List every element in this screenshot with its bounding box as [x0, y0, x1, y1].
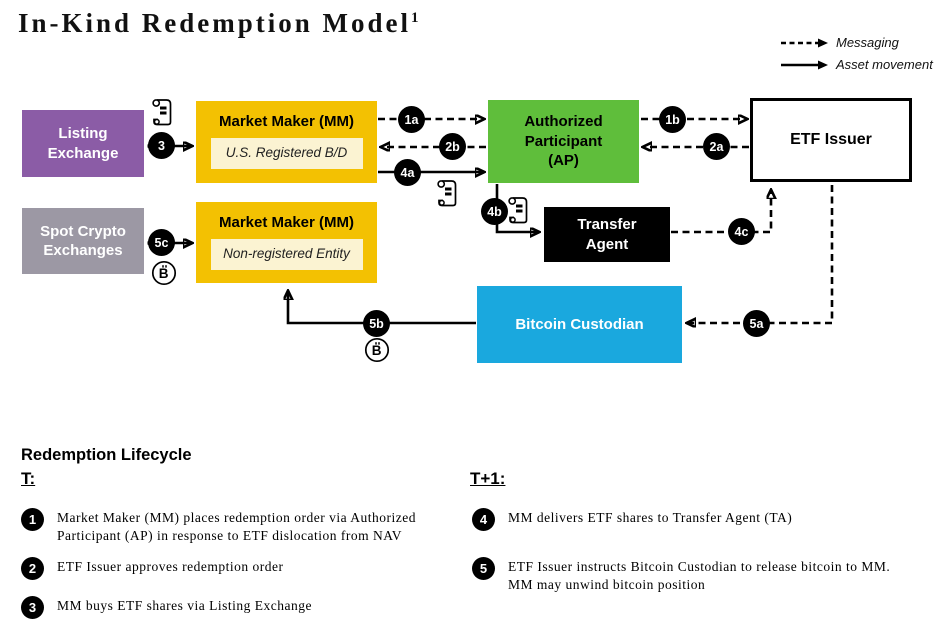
step-text: ETF Issuer instructs Bitcoin Custodian t…: [508, 559, 891, 592]
bitcoin-icon: B: [151, 260, 177, 286]
bitcoin-icon: B: [364, 337, 390, 363]
title-footnote-marker: 1: [411, 10, 419, 26]
badge-5c: 5c: [148, 229, 175, 256]
node-title: Market Maker (MM): [218, 214, 355, 231]
node-listing-exchange: Listing Exchange: [22, 110, 144, 177]
node-market-maker-registered: Market Maker (MM) U.S. Registered B/D: [196, 101, 377, 183]
step-text: ETF Issuer approves redemption order: [57, 559, 284, 574]
node-market-maker-nonregistered: Market Maker (MM) Non-registered Entity: [196, 202, 377, 283]
wire-5b-bc-mm: [288, 292, 476, 325]
node-transfer-agent: Transfer Agent: [544, 207, 670, 262]
svg-text:B: B: [372, 343, 382, 358]
legend-asset-row: Asset movement: [781, 57, 933, 72]
scroll-icon: [437, 180, 457, 207]
scroll-icon: [152, 99, 172, 126]
badge-4c: 4c: [728, 218, 755, 245]
lifecycle-step-3: 3 MM buys ETF shares via Listing Exchang…: [21, 596, 312, 619]
step-number: 1: [21, 508, 44, 531]
step-number: 3: [21, 596, 44, 619]
lifecycle-step-4: 4 MM delivers ETF shares to Transfer Age…: [472, 508, 792, 531]
node-title: Market Maker (MM): [218, 113, 355, 130]
node-authorized-participant: Authorized Participant (AP): [488, 100, 639, 183]
wire-5a-etf-bc: [688, 185, 834, 323]
legend: Messaging Asset movement: [781, 35, 933, 72]
badge-2a: 2a: [703, 133, 730, 160]
lifecycle-step-2: 2 ETF Issuer approves redemption order: [21, 557, 283, 580]
node-spot-crypto-exchanges: Spot Crypto Exchanges: [22, 208, 144, 274]
step-text: MM buys ETF shares via Listing Exchange: [57, 598, 312, 613]
legend-messaging-label: Messaging: [836, 35, 899, 50]
badge-4a: 4a: [394, 159, 421, 186]
step-number: 5: [472, 557, 495, 580]
badge-4b: 4b: [481, 198, 508, 225]
svg-text:B: B: [159, 266, 169, 281]
step-text: Market Maker (MM) places redemption orde…: [57, 510, 417, 543]
badge-1a: 1a: [398, 106, 425, 133]
lifecycle-step-1: 1 Market Maker (MM) places redemption or…: [21, 508, 416, 545]
scroll-icon: [508, 197, 528, 224]
badge-2b: 2b: [439, 133, 466, 160]
step-number: 2: [21, 557, 44, 580]
legend-asset-label: Asset movement: [836, 57, 933, 72]
dashed-arrow-icon: [781, 38, 828, 47]
badge-5a: 5a: [743, 310, 770, 337]
step-number: 4: [472, 508, 495, 531]
node-subtitle: Non-registered Entity: [210, 238, 363, 270]
node-etf-issuer: ETF Issuer: [750, 98, 912, 182]
badge-1b: 1b: [659, 106, 686, 133]
wire-4c-ta-etf: [671, 191, 771, 234]
node-subtitle: U.S. Registered B/D: [210, 137, 363, 169]
page-title: In-Kind Redemption Model1: [18, 8, 419, 38]
column-label-t: T:: [21, 469, 36, 488]
lifecycle-heading: Redemption Lifecycle: [21, 446, 192, 464]
step-text: MM delivers ETF shares to Transfer Agent…: [508, 510, 793, 525]
badge-5b: 5b: [363, 310, 390, 337]
badge-3: 3: [148, 132, 175, 159]
lifecycle-step-5: 5 ETF Issuer instructs Bitcoin Custodian…: [472, 557, 890, 594]
legend-messaging-row: Messaging: [781, 35, 933, 50]
column-label-t1: T+1:: [470, 469, 506, 488]
node-bitcoin-custodian: Bitcoin Custodian: [477, 286, 682, 363]
solid-arrow-icon: [781, 60, 828, 69]
